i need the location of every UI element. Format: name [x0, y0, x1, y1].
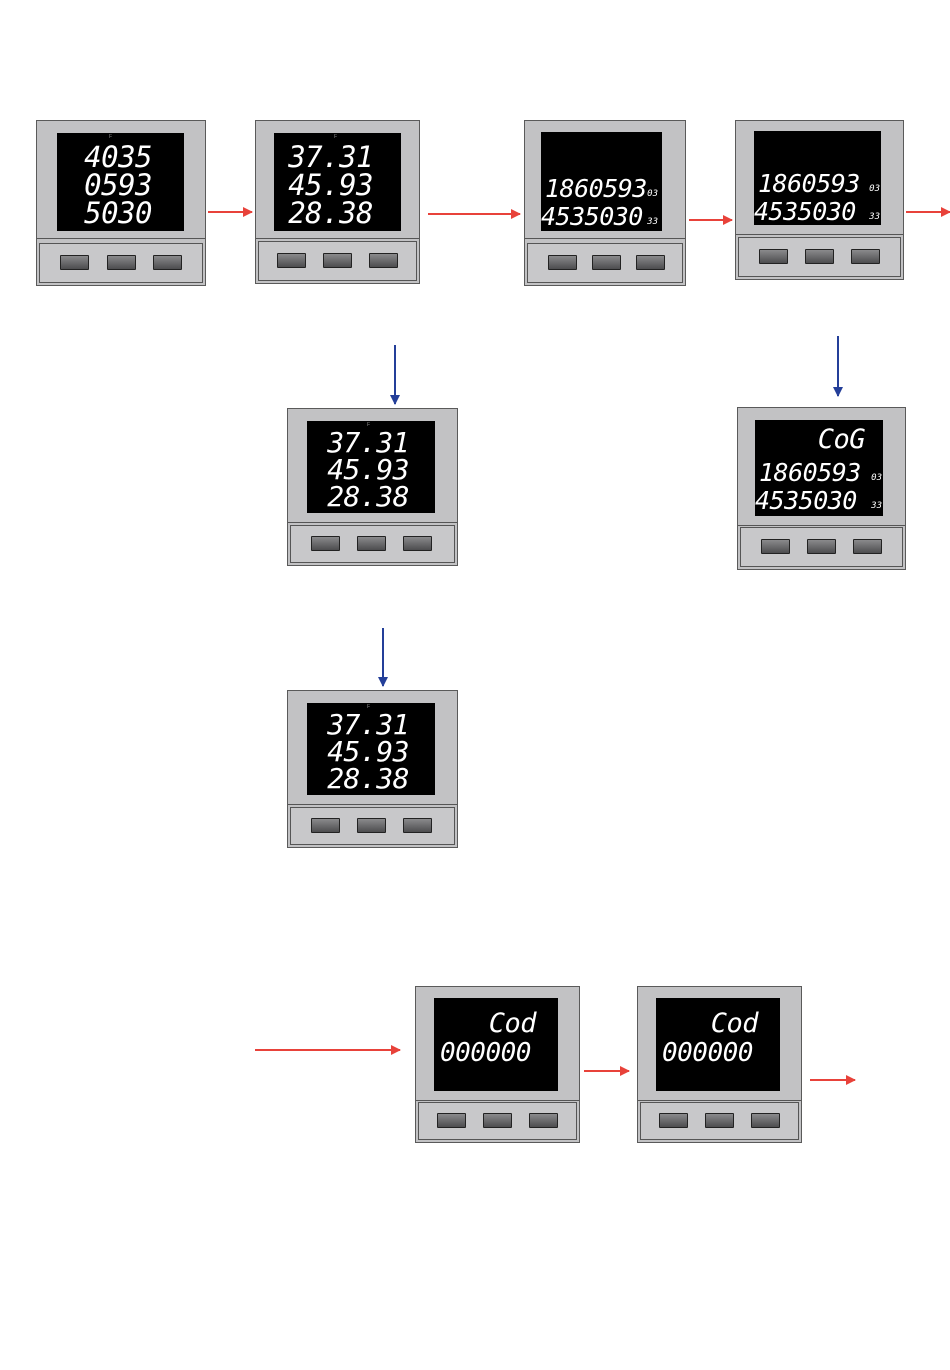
keypad — [740, 527, 903, 567]
key-2[interactable] — [323, 253, 352, 268]
reading-suffix-2: 33 — [869, 213, 880, 222]
keypad — [290, 525, 455, 563]
keypad — [527, 243, 683, 283]
reading-line-2: 4535030 — [541, 204, 643, 229]
reading-line-2: 4535030 — [755, 488, 857, 513]
code-label: CoG — [818, 426, 865, 453]
key-1[interactable] — [437, 1113, 466, 1128]
lcd-screen: F 4035 0593 5030 — [57, 133, 184, 231]
meter-display-6: CoG 1860593 03 4535030 33 — [737, 407, 906, 570]
reading-line-1: 1860593 — [545, 176, 647, 201]
reading-suffix-2: 33 — [871, 502, 882, 511]
reading-line-3: 28.38 — [327, 765, 409, 793]
key-3[interactable] — [853, 539, 882, 554]
keypad — [640, 1102, 799, 1140]
reading-line-3: 28.38 — [327, 483, 409, 511]
keypad — [290, 807, 455, 845]
meter-display-2: F 37.31 45.93 28.38 — [255, 120, 420, 284]
keypad — [258, 241, 417, 281]
key-2[interactable] — [357, 536, 386, 551]
key-1[interactable] — [548, 255, 577, 270]
key-1[interactable] — [311, 818, 340, 833]
meter-display-1: F 4035 0593 5030 — [36, 120, 206, 286]
meter-display-7: F 37.31 45.93 28.38 — [287, 690, 458, 848]
key-1[interactable] — [761, 539, 790, 554]
key-2[interactable] — [805, 249, 834, 264]
key-3[interactable] — [369, 253, 398, 268]
reading-suffix-1: 03 — [647, 190, 658, 199]
code-label: Cod — [489, 1010, 536, 1037]
key-2[interactable] — [107, 255, 136, 270]
key-3[interactable] — [153, 255, 182, 270]
meter-display-9: Cod 000000 — [637, 986, 802, 1143]
reading-suffix-2: 33 — [647, 218, 658, 227]
lcd-screen: Cod 000000 — [434, 998, 558, 1091]
meter-display-8: Cod 000000 — [415, 986, 580, 1143]
key-2[interactable] — [483, 1113, 512, 1128]
lcd-screen: F 37.31 45.93 28.38 — [307, 421, 435, 513]
key-1[interactable] — [659, 1113, 688, 1128]
code-label: Cod — [711, 1010, 758, 1037]
keypad — [39, 243, 203, 283]
meter-display-5: F 37.31 45.93 28.38 — [287, 408, 458, 566]
code-value: 000000 — [662, 1040, 753, 1066]
key-1[interactable] — [60, 255, 89, 270]
key-3[interactable] — [403, 536, 432, 551]
lcd-screen: 1860593 03 4535030 33 — [541, 132, 662, 231]
key-1[interactable] — [311, 536, 340, 551]
code-value: 000000 — [440, 1040, 531, 1066]
key-3[interactable] — [636, 255, 665, 270]
key-2[interactable] — [592, 255, 621, 270]
lcd-screen: Cod 000000 — [656, 998, 780, 1091]
reading-line-1: 1860593 — [758, 171, 860, 196]
meter-display-4: 1860593 03 4535030 33 — [735, 120, 904, 280]
key-3[interactable] — [751, 1113, 780, 1128]
key-2[interactable] — [357, 818, 386, 833]
lcd-screen: F 37.31 45.93 28.38 — [274, 133, 401, 231]
reading-line-3: 28.38 — [288, 199, 373, 228]
key-1[interactable] — [759, 249, 788, 264]
keypad — [418, 1102, 577, 1140]
key-1[interactable] — [277, 253, 306, 268]
keypad — [738, 237, 901, 277]
reading-line-1: 1860593 — [759, 460, 861, 485]
lcd-screen: F 37.31 45.93 28.38 — [307, 703, 435, 795]
key-2[interactable] — [807, 539, 836, 554]
key-2[interactable] — [705, 1113, 734, 1128]
reading-suffix-1: 03 — [871, 474, 882, 483]
key-3[interactable] — [851, 249, 880, 264]
reading-line-2: 4535030 — [754, 199, 856, 224]
lcd-screen: 1860593 03 4535030 33 — [754, 131, 881, 225]
meter-display-3: 1860593 03 4535030 33 — [524, 120, 686, 286]
lcd-screen: CoG 1860593 03 4535030 33 — [755, 420, 883, 516]
key-3[interactable] — [403, 818, 432, 833]
reading-line-3: 5030 — [84, 199, 152, 228]
reading-suffix-1: 03 — [869, 185, 880, 194]
key-3[interactable] — [529, 1113, 558, 1128]
